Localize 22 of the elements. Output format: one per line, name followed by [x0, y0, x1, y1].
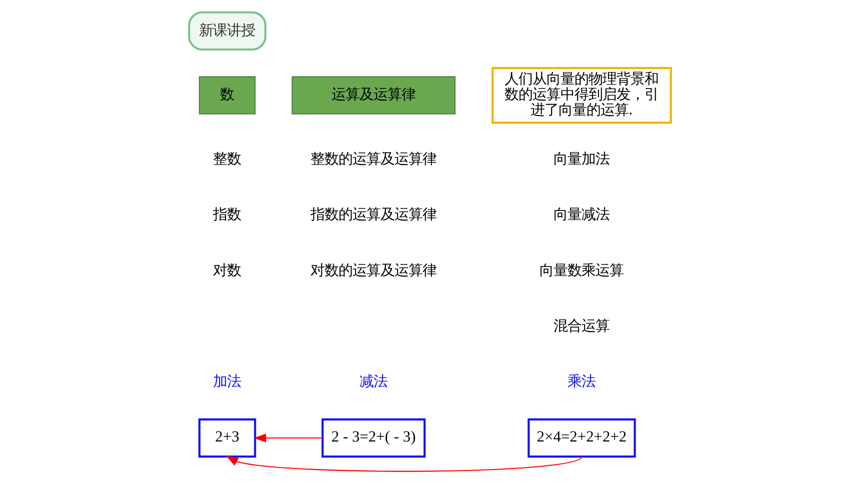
label: 向量加法	[554, 152, 610, 168]
label: 指数	[213, 207, 242, 224]
node-label: 乘法	[568, 374, 596, 390]
label: 整数的运算及运算律	[310, 152, 437, 168]
node-box: 新课讲授	[188, 11, 266, 51]
label: 对数的运算及运算律	[310, 262, 437, 279]
label: 指数的运算及运算律	[310, 207, 437, 224]
label: 向量数乘运算	[540, 262, 624, 279]
node-box: 运算及运算律	[292, 76, 456, 114]
label: 混合运算	[554, 318, 610, 335]
label: 对数	[213, 262, 242, 279]
arrow	[254, 434, 322, 442]
node-label: 减法	[360, 374, 388, 390]
node-box: 人们从向量的物理背景和数的运算中得到启发，引进了向量的运算.	[492, 67, 672, 124]
node-box: 数	[198, 76, 256, 114]
node-box: 2 - 3=2+( - 3)	[322, 418, 426, 458]
node-box: 2×4=2+2+2+2	[528, 418, 636, 458]
arrow	[226, 456, 582, 472]
label: 整数	[213, 152, 242, 168]
label: 向量减法	[554, 207, 610, 224]
node-label: 加法	[213, 374, 242, 390]
node-box: 2+3	[198, 418, 256, 458]
